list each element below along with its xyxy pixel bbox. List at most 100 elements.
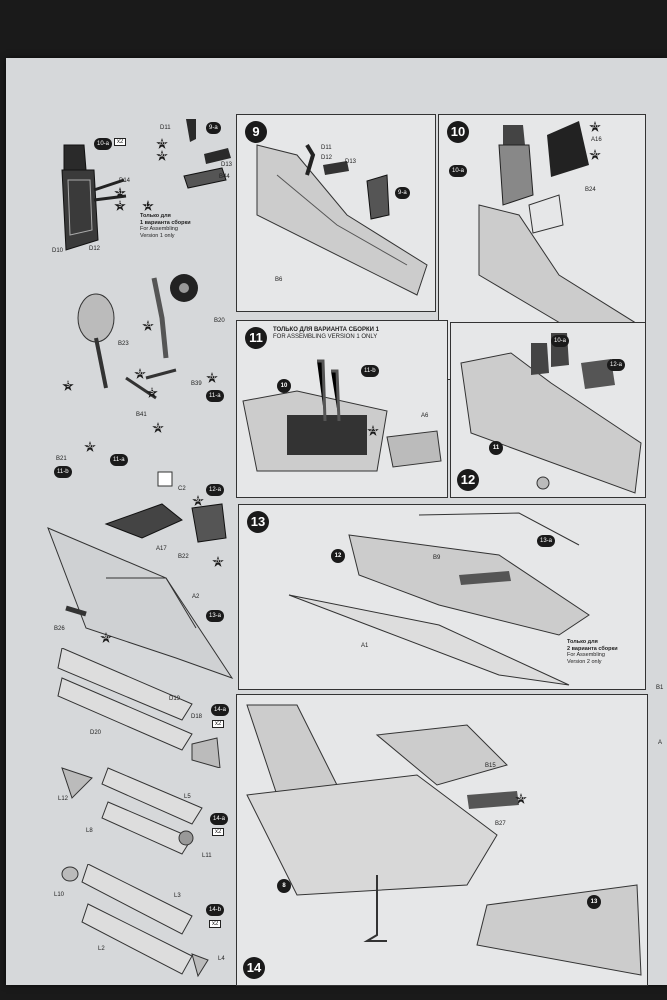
part-b39: B39 <box>191 381 202 387</box>
step-11-header: ТОЛЬКО ДЛЯ ВАРИАНТА СБОРКИ 1 FOR ASSEMBL… <box>273 327 379 341</box>
multiplier-x2: x2 <box>114 138 127 146</box>
part-d18: D18 <box>191 714 203 720</box>
color-callout: 5 <box>146 387 158 398</box>
fuel-tank-drawing <box>57 648 221 768</box>
step-11-title-en: FOR ASSEMBLING VERSION 1 ONLY <box>273 334 378 340</box>
part-b9: B9 <box>433 555 441 561</box>
part-l3: L3 <box>174 893 181 899</box>
part-d11: D11 <box>321 145 332 151</box>
part-l12: L12 <box>58 796 69 802</box>
color-callout: 20 <box>206 372 218 383</box>
color-callout: 35 <box>142 320 154 331</box>
reference-step: 8 <box>277 879 291 893</box>
cockpit-with-seat-drawing <box>242 359 442 472</box>
color-callout: 5 <box>114 200 126 211</box>
part-d14: D14 <box>119 178 131 184</box>
part-d19: D19 <box>169 696 181 702</box>
ejection-seat-drawing <box>61 144 127 251</box>
multiplier-x2: x2 <box>212 828 225 836</box>
note-en2: Version 1 only <box>140 232 175 239</box>
fuselage-cockpit-drawing <box>288 512 590 686</box>
part-d11: D11 <box>160 125 171 131</box>
drop-tank-drawing <box>61 767 203 855</box>
part-b24: B24 <box>585 187 596 193</box>
part-l8: L8 <box>86 828 93 834</box>
step-11-title-ru: ТОЛЬКО ДЛЯ ВАРИАНТА СБОРКИ 1 <box>273 327 379 333</box>
subassembly-tag-12a: 12-a <box>206 484 225 496</box>
subassembly-tag-11a-2: 11-a <box>110 454 128 466</box>
multiplier-x2: x2 <box>209 920 222 928</box>
part-a17: A17 <box>156 546 167 552</box>
color-callout: 31 <box>114 187 126 198</box>
part-a2: A2 <box>192 594 200 600</box>
subassembly-tag-11b: 11-b <box>361 365 379 377</box>
color-callout: 30 <box>515 793 527 804</box>
step-number: 12 <box>457 469 479 491</box>
color-callout: 12 <box>142 200 154 211</box>
part-b6: B6 <box>275 277 283 283</box>
part-l5: L5 <box>184 794 191 800</box>
step-14-panel: B15 30 B27 8 13 14 <box>236 694 648 986</box>
step-13-panel: 13 12 B9 13-a A1 Только для 2 варианта с… <box>238 504 646 690</box>
part-c2: C2 <box>178 486 186 492</box>
color-callout: 5 <box>62 380 74 391</box>
nose-section-drawing <box>47 527 234 679</box>
part-l2: L2 <box>98 946 105 952</box>
instruction-sheet: 10-a x2 D14 D10 D12 31 5 12 Только для 1… <box>6 58 667 986</box>
part-d12: D12 <box>321 155 333 161</box>
reference-step: 13 <box>587 895 601 909</box>
color-callout: 23 <box>367 425 379 436</box>
subassembly-tag-13a: 13-a <box>537 535 556 547</box>
part-l4: L4 <box>218 956 225 962</box>
subassembly-tag-13a: 13-a <box>206 610 225 622</box>
color-callout: 30 <box>100 632 112 643</box>
part-b21: B21 <box>56 456 67 462</box>
step-number: 13 <box>247 511 269 533</box>
part-b44: B44 <box>219 174 230 180</box>
subassembly-tag-11b: 11-b <box>54 466 72 478</box>
reference-step: 12 <box>331 549 345 563</box>
part-d13: D13 <box>345 159 357 165</box>
step-number: 9 <box>245 121 267 143</box>
note-en: For Assembling <box>567 652 605 658</box>
step-11-panel: 11 ТОЛЬКО ДЛЯ ВАРИАНТА СБОРКИ 1 FOR ASSE… <box>236 320 448 498</box>
version2-note: Только для 2 варианта сборки For Assembl… <box>567 639 618 665</box>
drop-tank-b-drawing <box>61 864 209 978</box>
subassembly-tag-10a: 10-a <box>449 165 468 177</box>
part-b41: B41 <box>136 412 147 418</box>
part-b23: B23 <box>118 341 129 347</box>
color-callout: 30 <box>152 422 164 433</box>
subassembly-tag-14a-2: 14-a <box>210 813 229 825</box>
part-l11: L11 <box>202 853 212 859</box>
part-a-edge: A <box>658 740 663 746</box>
part-b20: B20 <box>214 318 225 324</box>
subassembly-tag-10a: 10-a <box>551 335 570 347</box>
note-en2: Version 2 only <box>567 658 602 665</box>
color-callout: 30 <box>84 441 96 452</box>
color-callout: 30 <box>156 150 168 161</box>
cockpit-tub-part-drawing <box>104 471 227 543</box>
cockpit-assembly-drawing <box>460 333 642 494</box>
note-en: For Assembling <box>140 226 178 232</box>
step-number: 10 <box>447 121 469 143</box>
step-number: 14 <box>243 957 265 979</box>
part-d10: D10 <box>52 248 64 254</box>
version1-note: Только для 1 варианта сборки For Assembl… <box>140 213 191 239</box>
subassembly-tag-10a: 10-a <box>94 138 113 150</box>
part-a6: A6 <box>421 413 429 419</box>
subassembly-tag-9a: 9-a <box>395 187 410 199</box>
color-callout: 20 <box>212 556 224 567</box>
step-9-panel: 9 D11 D12 D13 B6 9-a <box>236 114 436 312</box>
color-callout: 30 <box>589 149 601 160</box>
subassembly-tag-9a: 9-a <box>206 122 221 134</box>
part-d13: D13 <box>221 162 233 168</box>
color-callout: 30 <box>134 368 146 379</box>
fuselage-closing-drawing <box>246 704 642 976</box>
subassembly-tag-14b: 14-b <box>206 904 225 916</box>
part-b27: B27 <box>495 821 506 827</box>
multiplier-x2: x2 <box>212 720 225 728</box>
part-a16: A16 <box>591 137 602 143</box>
color-callout: 30 <box>192 495 204 506</box>
subassembly-tag-14a: 14-a <box>211 704 230 716</box>
subassembly-tag-11a: 11-a <box>206 390 224 402</box>
